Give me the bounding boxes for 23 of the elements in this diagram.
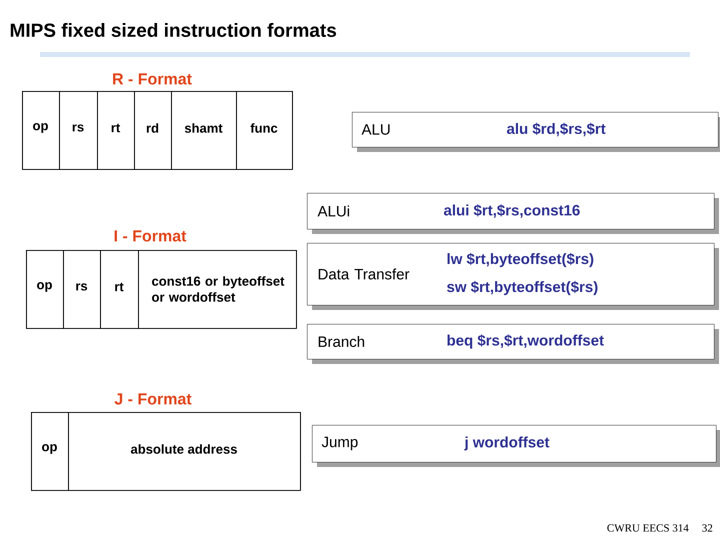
footer-text: CWRU EECS 314	[607, 524, 689, 532]
format-heading: R - Format	[113, 73, 192, 85]
field-cell: rs	[63, 250, 101, 329]
instruction-box: Branch beq $rs,$rt,wordoffset	[307, 324, 719, 364]
field-cell: rd	[134, 91, 172, 170]
field-cell: rt	[97, 91, 135, 170]
field-cell: rt	[100, 250, 139, 329]
format-heading: I - Format	[114, 230, 186, 242]
field-cell: func	[236, 91, 293, 170]
instruction-box: Data Transfer lw $rt,byteoffset($rs) sw $rt,byteoffset($rs)	[307, 243, 719, 310]
format-heading: J - Format	[114, 393, 192, 405]
instruction-box: Jump j wordoffset	[312, 425, 720, 467]
instruction-box: ALU alu $rd,$rs,$rt	[352, 112, 720, 152]
field-cell: op	[22, 91, 60, 170]
field-cell: absolute address	[68, 412, 301, 491]
field-cell: const16 or byteoffset or wordoffset	[138, 250, 297, 329]
field-cell: op	[31, 412, 69, 491]
footer-text: 32	[702, 524, 712, 532]
field-cell: rs	[59, 91, 98, 170]
title: MIPS fixed sized instruction formats	[10, 23, 336, 37]
field-cell: op	[26, 250, 64, 329]
instruction-box: ALUi alui $rt,$rs,const16	[307, 193, 719, 234]
field-cell: shamt	[171, 91, 237, 170]
